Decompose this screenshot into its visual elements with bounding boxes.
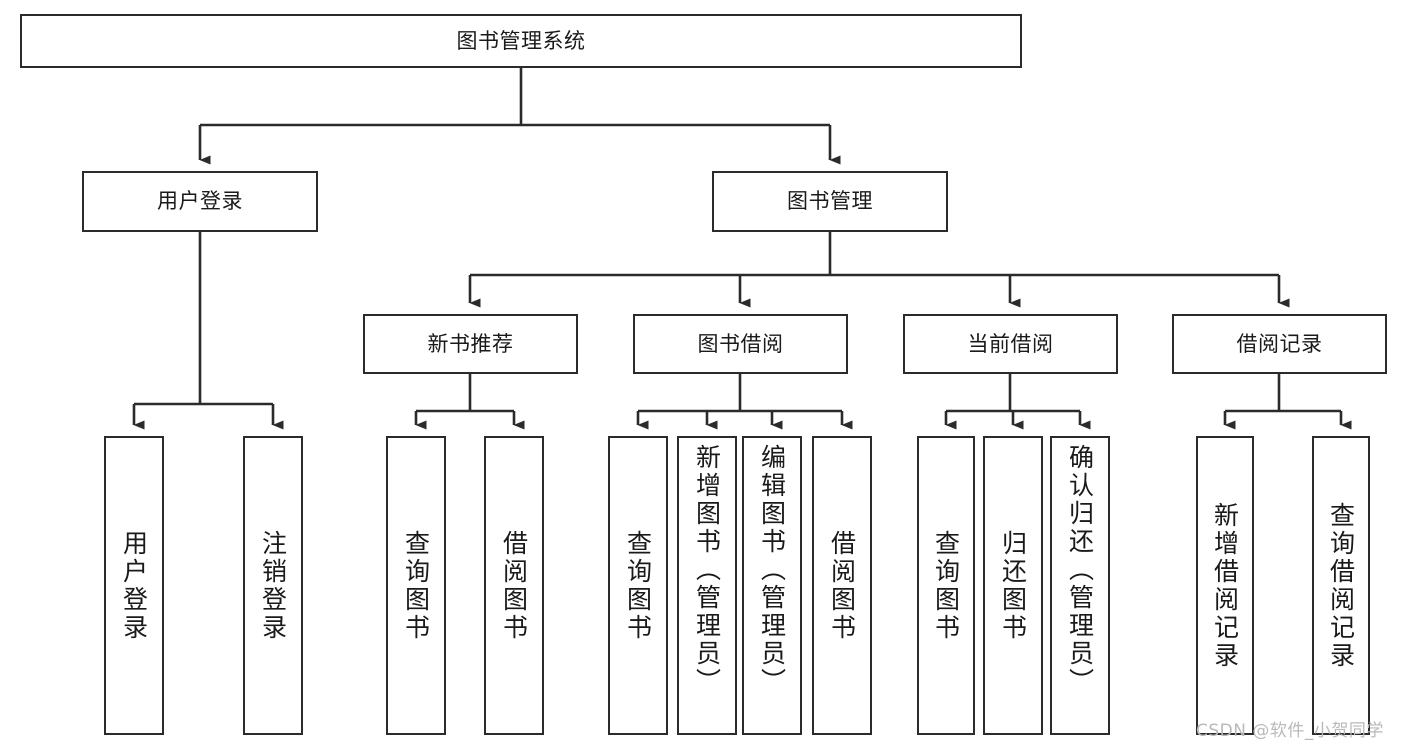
leaf-node-10[interactable]: 确认归还（管理员） bbox=[1050, 436, 1110, 735]
leaf-node-9-label: 归还图书 bbox=[998, 529, 1028, 642]
leaf-node-1-label: 注销登录 bbox=[258, 529, 288, 642]
level1-node-0-label: 用户登录 bbox=[157, 189, 243, 214]
level2-node-3-label: 借阅记录 bbox=[1236, 331, 1323, 356]
leaf-node-5-label: 新增图书（管理员） bbox=[692, 444, 722, 696]
leaf-node-8-label: 查询图书 bbox=[931, 529, 961, 642]
leaf-node-7[interactable]: 借阅图书 bbox=[812, 436, 872, 735]
leaf-node-4-label: 查询图书 bbox=[623, 529, 653, 642]
root-node-book-management-system[interactable]: 图书管理系统 bbox=[20, 14, 1022, 68]
level2-node-0-label: 新书推荐 bbox=[427, 331, 514, 356]
level2-node-2[interactable]: 当前借阅 bbox=[903, 314, 1118, 374]
leaf-node-10-label: 确认归还（管理员） bbox=[1065, 444, 1095, 696]
leaf-node-7-label: 借阅图书 bbox=[827, 529, 857, 642]
leaf-node-0[interactable]: 用户登录 bbox=[104, 436, 164, 735]
leaf-node-5[interactable]: 新增图书（管理员） bbox=[677, 436, 737, 735]
level1-node-0[interactable]: 用户登录 bbox=[82, 171, 318, 232]
leaf-node-6[interactable]: 编辑图书（管理员） bbox=[742, 436, 802, 735]
leaf-node-0-label: 用户登录 bbox=[119, 529, 149, 642]
leaf-node-1[interactable]: 注销登录 bbox=[243, 436, 303, 735]
level2-node-1-label: 图书借阅 bbox=[697, 331, 784, 356]
leaf-node-12-label: 查询借阅记录 bbox=[1326, 501, 1356, 670]
level2-node-1[interactable]: 图书借阅 bbox=[633, 314, 848, 374]
leaf-node-2[interactable]: 查询图书 bbox=[386, 436, 446, 735]
leaf-node-6-label: 编辑图书（管理员） bbox=[757, 444, 787, 696]
level2-node-2-label: 当前借阅 bbox=[967, 331, 1054, 356]
leaf-node-4[interactable]: 查询图书 bbox=[608, 436, 668, 735]
leaf-node-11-label: 新增借阅记录 bbox=[1210, 501, 1240, 670]
leaf-node-12[interactable]: 查询借阅记录 bbox=[1312, 436, 1370, 735]
leaf-node-2-label: 查询图书 bbox=[401, 529, 431, 642]
level1-node-1[interactable]: 图书管理 bbox=[712, 171, 948, 232]
leaf-node-11[interactable]: 新增借阅记录 bbox=[1196, 436, 1254, 735]
leaf-node-3-label: 借阅图书 bbox=[499, 529, 529, 642]
level2-node-3[interactable]: 借阅记录 bbox=[1172, 314, 1387, 374]
leaf-node-9[interactable]: 归还图书 bbox=[983, 436, 1043, 735]
leaf-node-8[interactable]: 查询图书 bbox=[917, 436, 975, 735]
level1-node-1-label: 图书管理 bbox=[787, 189, 873, 214]
leaf-node-3[interactable]: 借阅图书 bbox=[484, 436, 544, 735]
level2-node-0[interactable]: 新书推荐 bbox=[363, 314, 578, 374]
root-node-book-management-system-label: 图书管理系统 bbox=[456, 28, 586, 53]
